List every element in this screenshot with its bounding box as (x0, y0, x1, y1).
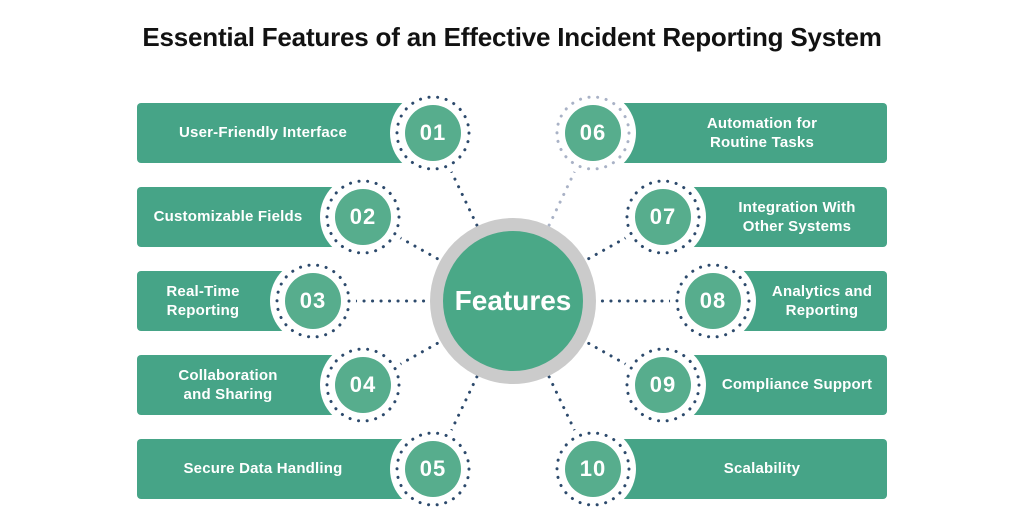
feature-label: Scalability (723, 460, 801, 478)
number-circle-10: 10 (565, 441, 621, 497)
feature-label: Secure Data Handling (183, 460, 343, 478)
connector-06 (511, 131, 595, 303)
number-circle-01: 01 (405, 105, 461, 161)
number-circle-02: 02 (335, 189, 391, 245)
number-label: 09 (649, 372, 677, 397)
feature-label: Automation for Routine Tasks (706, 114, 818, 152)
dotted-ring-04-icon (325, 347, 401, 423)
number-label: 02 (349, 204, 377, 229)
number-label: 01 (419, 120, 447, 145)
dotted-ring-08-icon (675, 263, 751, 339)
dotted-ring-07-icon (625, 179, 701, 255)
feature-bar-secure-data-handling: Secure Data Handling (137, 439, 433, 499)
feature-label: Real-Time Reporting (166, 282, 240, 320)
dotted-ring-05-icon (395, 431, 471, 507)
feature-label: Analytics and Reporting (771, 282, 873, 320)
number-circle-07: 07 (635, 189, 691, 245)
hub-features-circle: Features (430, 218, 596, 384)
feature-label: Compliance Support (721, 376, 873, 394)
number-label: 03 (299, 288, 327, 313)
feature-label: Collaboration and Sharing (178, 366, 278, 404)
feature-bar-automation-for-routine-tasks: Automation for Routine Tasks (593, 103, 887, 163)
number-label: 06 (579, 120, 607, 145)
number-circle-05: 05 (405, 441, 461, 497)
number-label: 08 (699, 288, 727, 313)
feature-label: Customizable Fields (153, 208, 303, 226)
number-circle-08: 08 (685, 273, 741, 329)
dotted-ring-01-icon (395, 95, 471, 171)
dotted-ring-06-icon (555, 95, 631, 171)
number-label: 05 (419, 456, 447, 481)
dotted-ring-03-icon (275, 263, 351, 339)
connector-10 (511, 299, 595, 471)
number-label: 07 (649, 204, 677, 229)
number-label: 10 (579, 456, 607, 481)
number-circle-03: 03 (285, 273, 341, 329)
page-title: Essential Features of an Effective Incid… (142, 22, 882, 52)
feature-bar-user-friendly-interface: User-Friendly Interface (137, 103, 433, 163)
feature-label: User-Friendly Interface (179, 124, 347, 142)
feature-label: Integration With Other Systems (738, 198, 856, 236)
hub-label: Features (454, 285, 572, 316)
dotted-ring-09-icon (625, 347, 701, 423)
dotted-ring-02-icon (325, 179, 401, 255)
connector-05 (431, 299, 515, 471)
number-circle-09: 09 (635, 357, 691, 413)
connector-01 (431, 131, 515, 303)
feature-bar-scalability: Scalability (593, 439, 887, 499)
number-label: 04 (349, 372, 377, 397)
dotted-ring-10-icon (555, 431, 631, 507)
number-circle-06: 06 (565, 105, 621, 161)
number-circle-04: 04 (335, 357, 391, 413)
